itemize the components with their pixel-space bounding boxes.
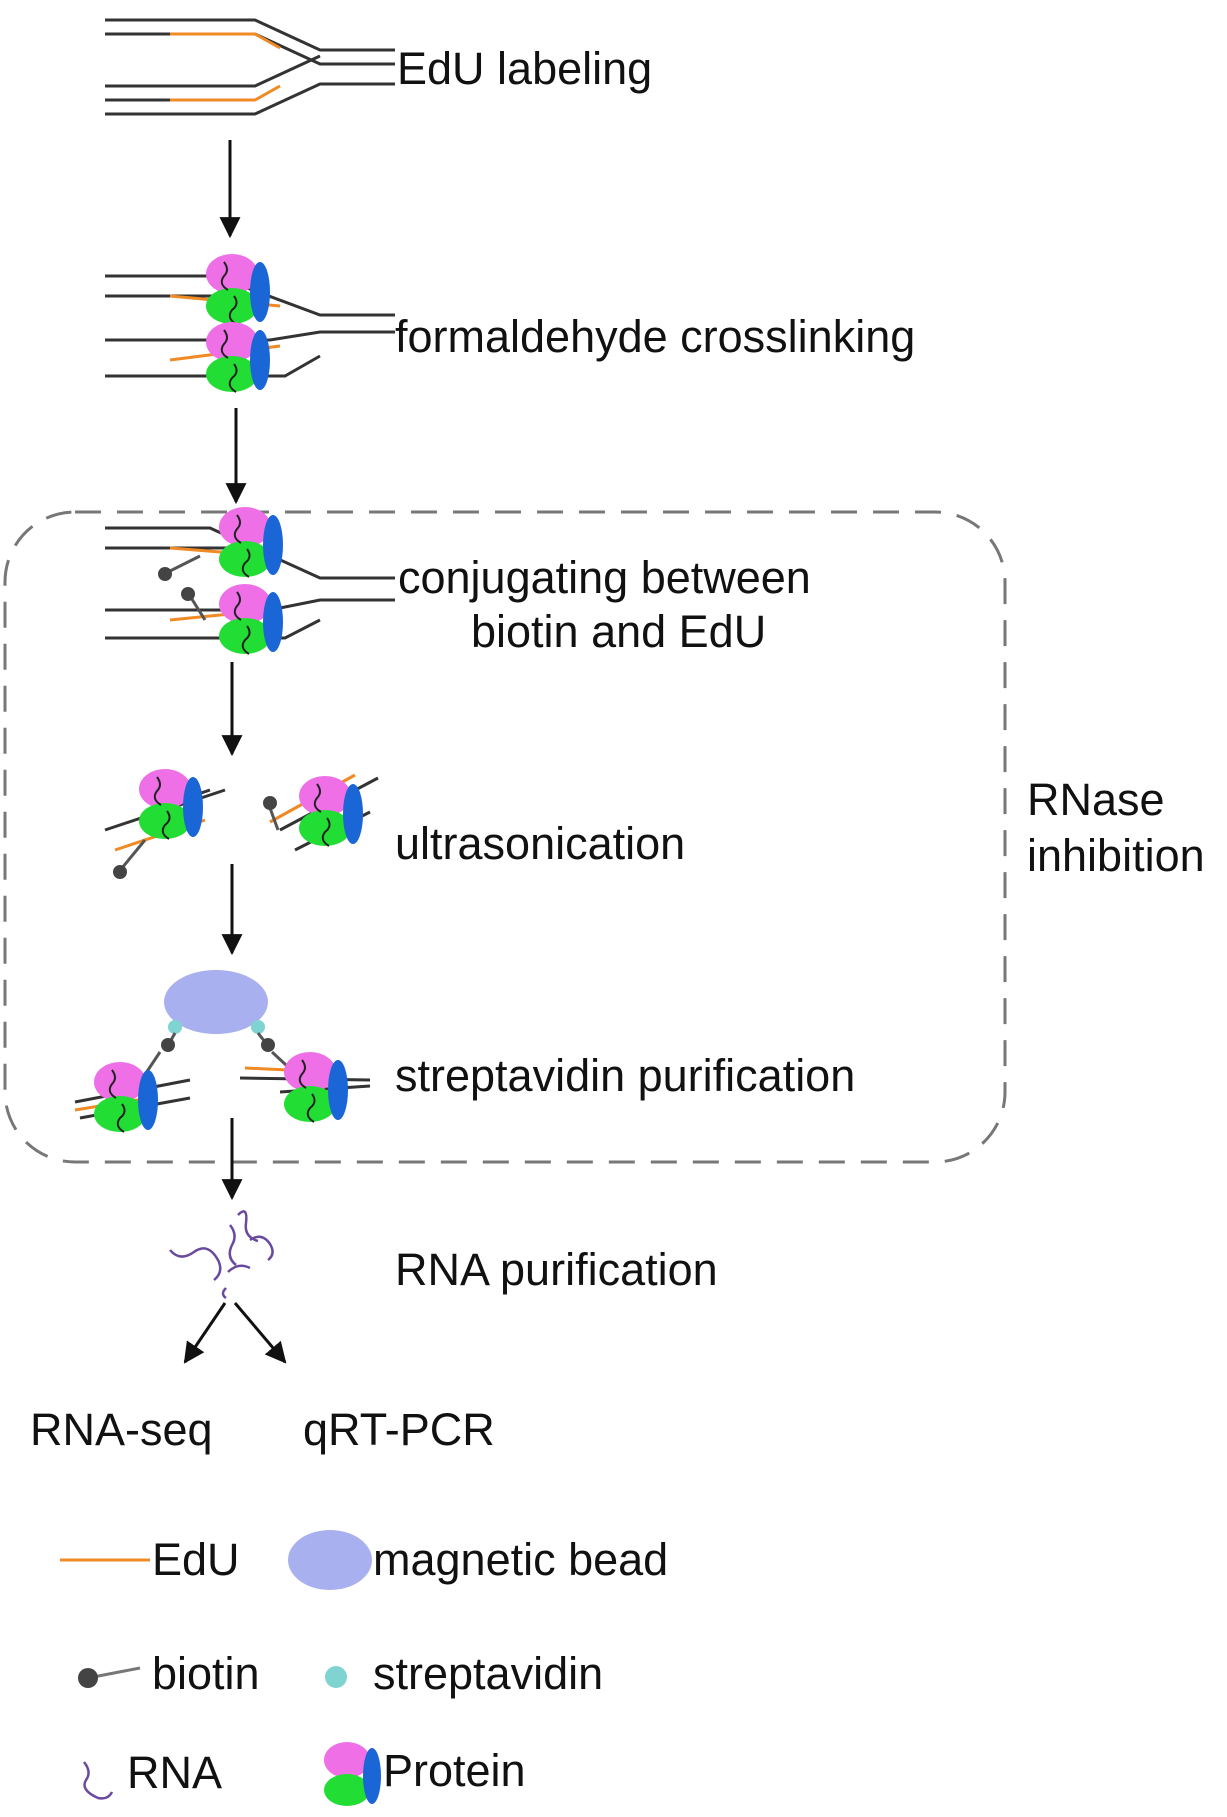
legend-biotin-label: biotin [152,1648,260,1699]
legend-protein-swatch [324,1742,381,1806]
rnase-label-line2: inhibition [1027,830,1205,881]
step-streptavidin-purification: streptavidin purification [395,1050,855,1101]
step-crosslinking: formaldehyde crosslinking [395,311,915,362]
crosslinked-fork [105,253,395,393]
biotin-conjugated-fork [105,506,395,655]
legend-edu-label: EdU [152,1534,240,1585]
step-rna-purification: RNA purification [395,1244,718,1295]
legend-protein-label: Protein [383,1745,526,1796]
step-conjugating-line2: biotin and EdU [471,606,766,657]
step-edu-labeling: EdU labeling [397,43,652,94]
rnase-label-line1: RNase [1027,774,1165,825]
legend-streptavidin-label: streptavidin [373,1648,603,1699]
arrow-to-qrt-pcr [233,1302,287,1364]
rnase-inhibition-box [3,510,1007,1164]
arrow-to-rna-seq [183,1302,227,1364]
legend-rna-label: RNA [127,1747,222,1798]
legend-magnetic-bead-label: magnetic bead [373,1534,668,1585]
legend-rna-swatch [83,1761,114,1800]
step-conjugating-line1: conjugating between [398,552,811,603]
rna-strands [169,1210,274,1300]
output-qrt-pcr: qRT-PCR [303,1404,495,1455]
legend-biotin-swatch [78,1666,141,1688]
bead-complex [74,970,371,1133]
dna-replication-fork [105,18,395,116]
legend: EdU magnetic bead biotin streptavidin RN… [60,1530,668,1806]
step-ultrasonication: ultrasonication [395,818,685,869]
legend-magnetic-bead-swatch [288,1530,372,1590]
sonicated-fragments [104,768,379,879]
legend-streptavidin-swatch [325,1666,347,1688]
output-rna-seq: RNA-seq [30,1404,213,1455]
